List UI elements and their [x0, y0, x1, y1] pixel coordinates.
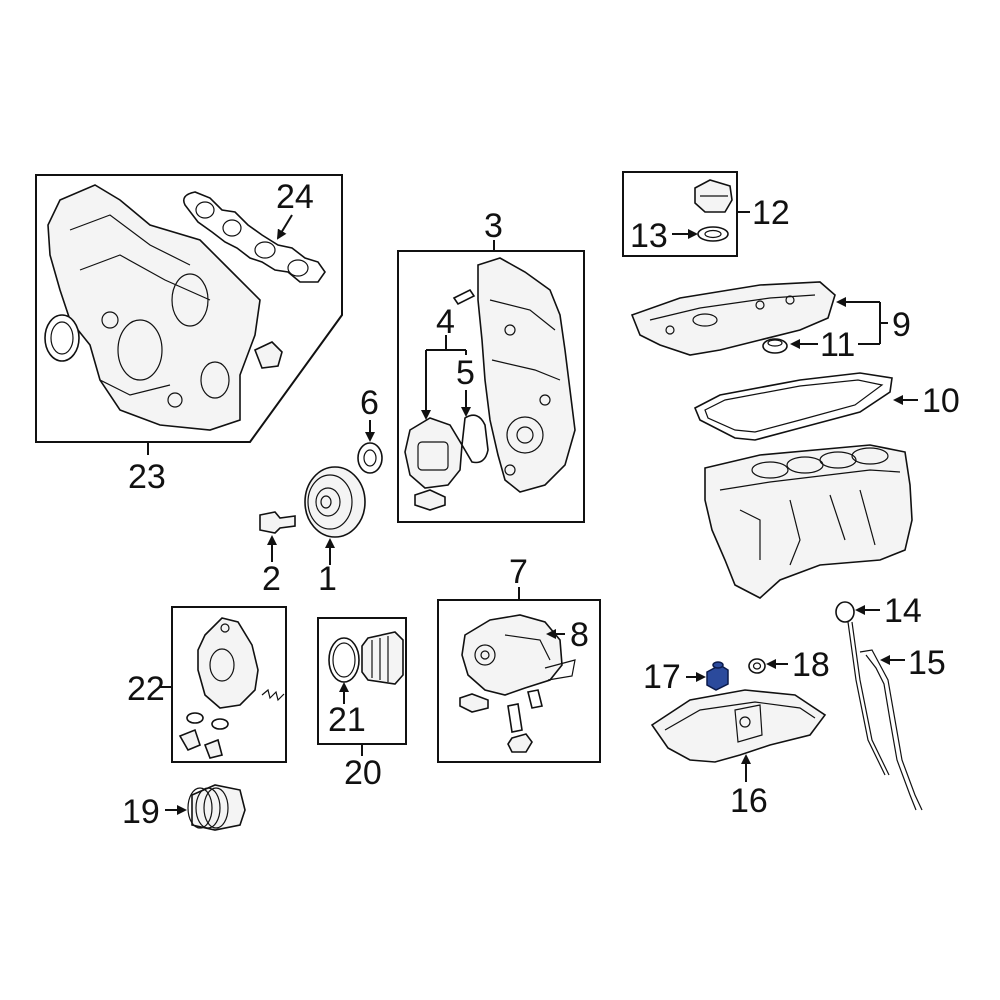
valve-cover-gasket — [693, 372, 893, 441]
water-pump-gasket — [461, 414, 489, 464]
callout-23: 23 — [128, 458, 166, 496]
callout-17: 17 — [643, 658, 681, 696]
valve-cover-gasket-group — [693, 372, 918, 441]
oil-pan-group — [650, 658, 827, 782]
manifold-gasket — [182, 191, 326, 283]
group-22-box — [171, 606, 287, 763]
intake-manifold — [47, 184, 261, 431]
engine-block — [704, 444, 913, 599]
callout-11: 11 — [820, 326, 855, 364]
callout-18: 18 — [792, 646, 830, 684]
intake-manifold-group — [35, 174, 343, 455]
pulley-19-group — [165, 784, 246, 831]
callout-7: 7 — [509, 553, 528, 591]
housing-seal-2 — [211, 718, 229, 730]
callout-1: 1 — [318, 560, 337, 598]
pump-plug — [507, 733, 533, 753]
callout-22: 22 — [127, 670, 165, 708]
callout-2: 2 — [262, 560, 281, 598]
pump-pin — [527, 689, 543, 709]
oil-filter-group — [317, 617, 407, 756]
crank-pulley-group — [259, 420, 383, 565]
valve-cover-group — [630, 281, 888, 356]
callout-3: 3 — [484, 207, 503, 245]
housing-plug-2 — [203, 738, 223, 759]
housing-plug-1 — [178, 728, 201, 752]
cover-bolt — [414, 489, 446, 511]
manifold-sensor — [253, 341, 283, 369]
callout-19: 19 — [122, 793, 160, 831]
cap-gasket — [697, 226, 729, 242]
callout-5: 5 — [456, 354, 475, 392]
oil-seal — [357, 442, 383, 474]
oil-filter-element — [361, 631, 404, 685]
dipstick — [847, 621, 886, 776]
callout-13: 13 — [630, 217, 668, 255]
filter-housing-group — [160, 606, 287, 763]
valve-cover — [630, 281, 836, 356]
oil-filler-cap-group — [622, 171, 750, 257]
stud — [452, 288, 476, 306]
callout-10: 10 — [922, 382, 960, 420]
drain-plug-gasket — [748, 658, 766, 674]
group-12-box — [622, 171, 738, 257]
crankshaft-pulley — [304, 466, 366, 538]
group-3-box — [397, 250, 585, 523]
callout-20: 20 — [344, 754, 382, 792]
callout-4: 4 — [436, 303, 455, 341]
callout-9: 9 — [892, 306, 911, 344]
dipstick-tube — [859, 649, 923, 811]
dipstick-handle — [835, 601, 855, 623]
callout-16: 16 — [730, 782, 768, 820]
oil-pump-group — [437, 587, 601, 763]
group-23-box — [35, 174, 343, 443]
callout-21: 21 — [328, 701, 366, 739]
pump-stud — [507, 703, 523, 733]
callout-15: 15 — [908, 644, 946, 682]
timing-cover — [477, 257, 576, 493]
callout-14: 14 — [884, 592, 922, 630]
callout-12: 12 — [752, 194, 790, 232]
callout-6: 6 — [360, 384, 379, 422]
water-pump — [404, 417, 463, 489]
pump-bolt — [459, 693, 489, 713]
timing-cover-group — [397, 240, 585, 523]
callout-labels: 1 2 3 4 5 6 7 8 9 10 11 12 13 14 15 16 1… — [122, 178, 960, 831]
oil-pan — [650, 689, 827, 763]
filter-housing — [197, 617, 259, 709]
housing-spring — [261, 688, 285, 702]
dipstick-group — [835, 601, 923, 811]
callout-24: 24 — [276, 178, 314, 216]
drain-plug — [706, 664, 729, 691]
housing-seal-1 — [186, 712, 204, 724]
throttle-gasket — [44, 314, 80, 362]
callout-8: 8 — [570, 616, 589, 654]
pulley-bolt — [259, 511, 296, 534]
